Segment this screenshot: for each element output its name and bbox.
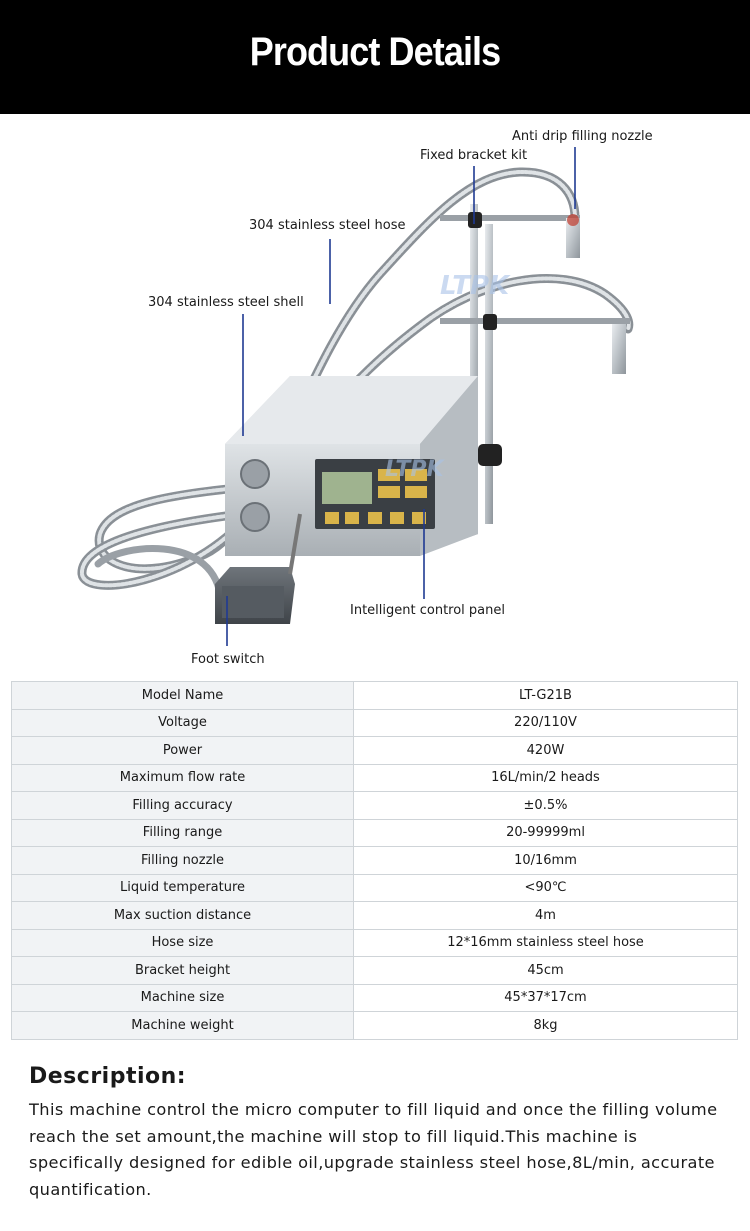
spec-key: Filling accuracy — [11, 791, 354, 820]
spec-key: Filling range — [11, 818, 354, 847]
watermark-logo: LTPK — [385, 457, 446, 482]
page-title: Product Details — [249, 30, 501, 74]
table-row: Filling accuracy±0.5% — [11, 791, 738, 820]
spec-key: Bracket height — [11, 956, 354, 985]
spec-key: Voltage — [11, 708, 354, 737]
spec-key: Power — [11, 736, 354, 765]
callout-control-panel: Intelligent control panel — [350, 603, 505, 618]
callout-fixed-bracket-kit: Fixed bracket kit — [420, 148, 528, 163]
spec-value: 10/16mm — [353, 846, 738, 875]
bracket-kit — [440, 204, 630, 524]
spec-value: 16L/min/2 heads — [353, 763, 738, 792]
foot-switch — [215, 513, 302, 624]
spec-value: ±0.5% — [353, 791, 738, 820]
machine-body — [225, 376, 478, 556]
spec-value: <90℃ — [353, 873, 738, 902]
callout-foot-switch: Foot switch — [191, 652, 265, 667]
watermark-logo: LTPK — [440, 271, 511, 301]
spec-key: Liquid temperature — [11, 873, 354, 902]
spec-key: Machine weight — [11, 1011, 354, 1040]
spec-key: Max suction distance — [11, 901, 354, 930]
spec-value: 8kg — [353, 1011, 738, 1040]
spec-value: LT-G21B — [353, 681, 738, 710]
description-title: Description: — [29, 1064, 187, 1089]
callout-steel-hose: 304 stainless steel hose — [249, 218, 406, 233]
spec-value: 45cm — [353, 956, 738, 985]
header-banner: Product Details — [0, 0, 750, 114]
table-row: Liquid temperature<90℃ — [11, 873, 738, 902]
spec-value: 45*37*17cm — [353, 983, 738, 1012]
spec-value: 420W — [353, 736, 738, 765]
spec-key: Filling nozzle — [11, 846, 354, 875]
spec-value: 4m — [353, 901, 738, 930]
spec-key: Maximum flow rate — [11, 763, 354, 792]
spec-value: 220/110V — [353, 708, 738, 737]
spec-value: 20-99999ml — [353, 818, 738, 847]
spec-value: 12*16mm stainless steel hose — [353, 928, 738, 957]
spec-key: Model Name — [11, 681, 354, 710]
product-photo: LTPK LTPK — [77, 147, 634, 646]
callout-steel-shell: 304 stainless steel shell — [148, 295, 304, 310]
callout-anti-drip-nozzle: Anti drip filling nozzle — [512, 129, 653, 144]
spec-key: Machine size — [11, 983, 354, 1012]
description-body: This machine control the micro computer … — [29, 1100, 718, 1199]
spec-key: Hose size — [11, 928, 354, 957]
callout-lines — [226, 147, 576, 646]
